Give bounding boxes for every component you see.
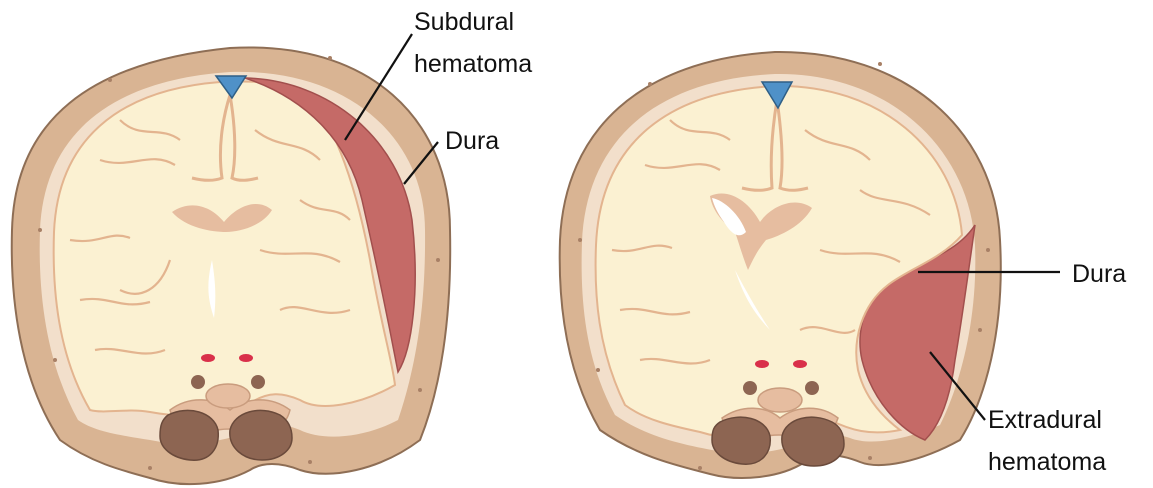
right-nucleus-2 xyxy=(805,381,819,395)
left-nucleus-2 xyxy=(251,375,265,389)
left-cerebellum-left xyxy=(160,410,218,460)
right-vessel-1 xyxy=(755,360,769,368)
label-subdural-line2: hematoma xyxy=(414,50,532,78)
right-skull-section xyxy=(560,52,1001,478)
left-nucleus-1 xyxy=(191,375,205,389)
left-vessel-1 xyxy=(201,354,215,362)
right-vessel-2 xyxy=(793,360,807,368)
right-pons xyxy=(758,388,802,412)
left-cerebellum-right xyxy=(230,410,292,460)
label-left-dura: Dura xyxy=(445,127,499,155)
right-nucleus-1 xyxy=(743,381,757,395)
left-pons xyxy=(206,384,250,408)
left-vessel-2 xyxy=(239,354,253,362)
right-cerebellum-right xyxy=(782,417,844,466)
label-extradural-line2: hematoma xyxy=(988,448,1106,476)
label-subdural-line1: Subdural xyxy=(414,8,514,36)
label-extradural-line1: Extradural xyxy=(988,406,1102,434)
left-skull-section xyxy=(12,47,450,484)
label-right-dura: Dura xyxy=(1072,260,1126,288)
